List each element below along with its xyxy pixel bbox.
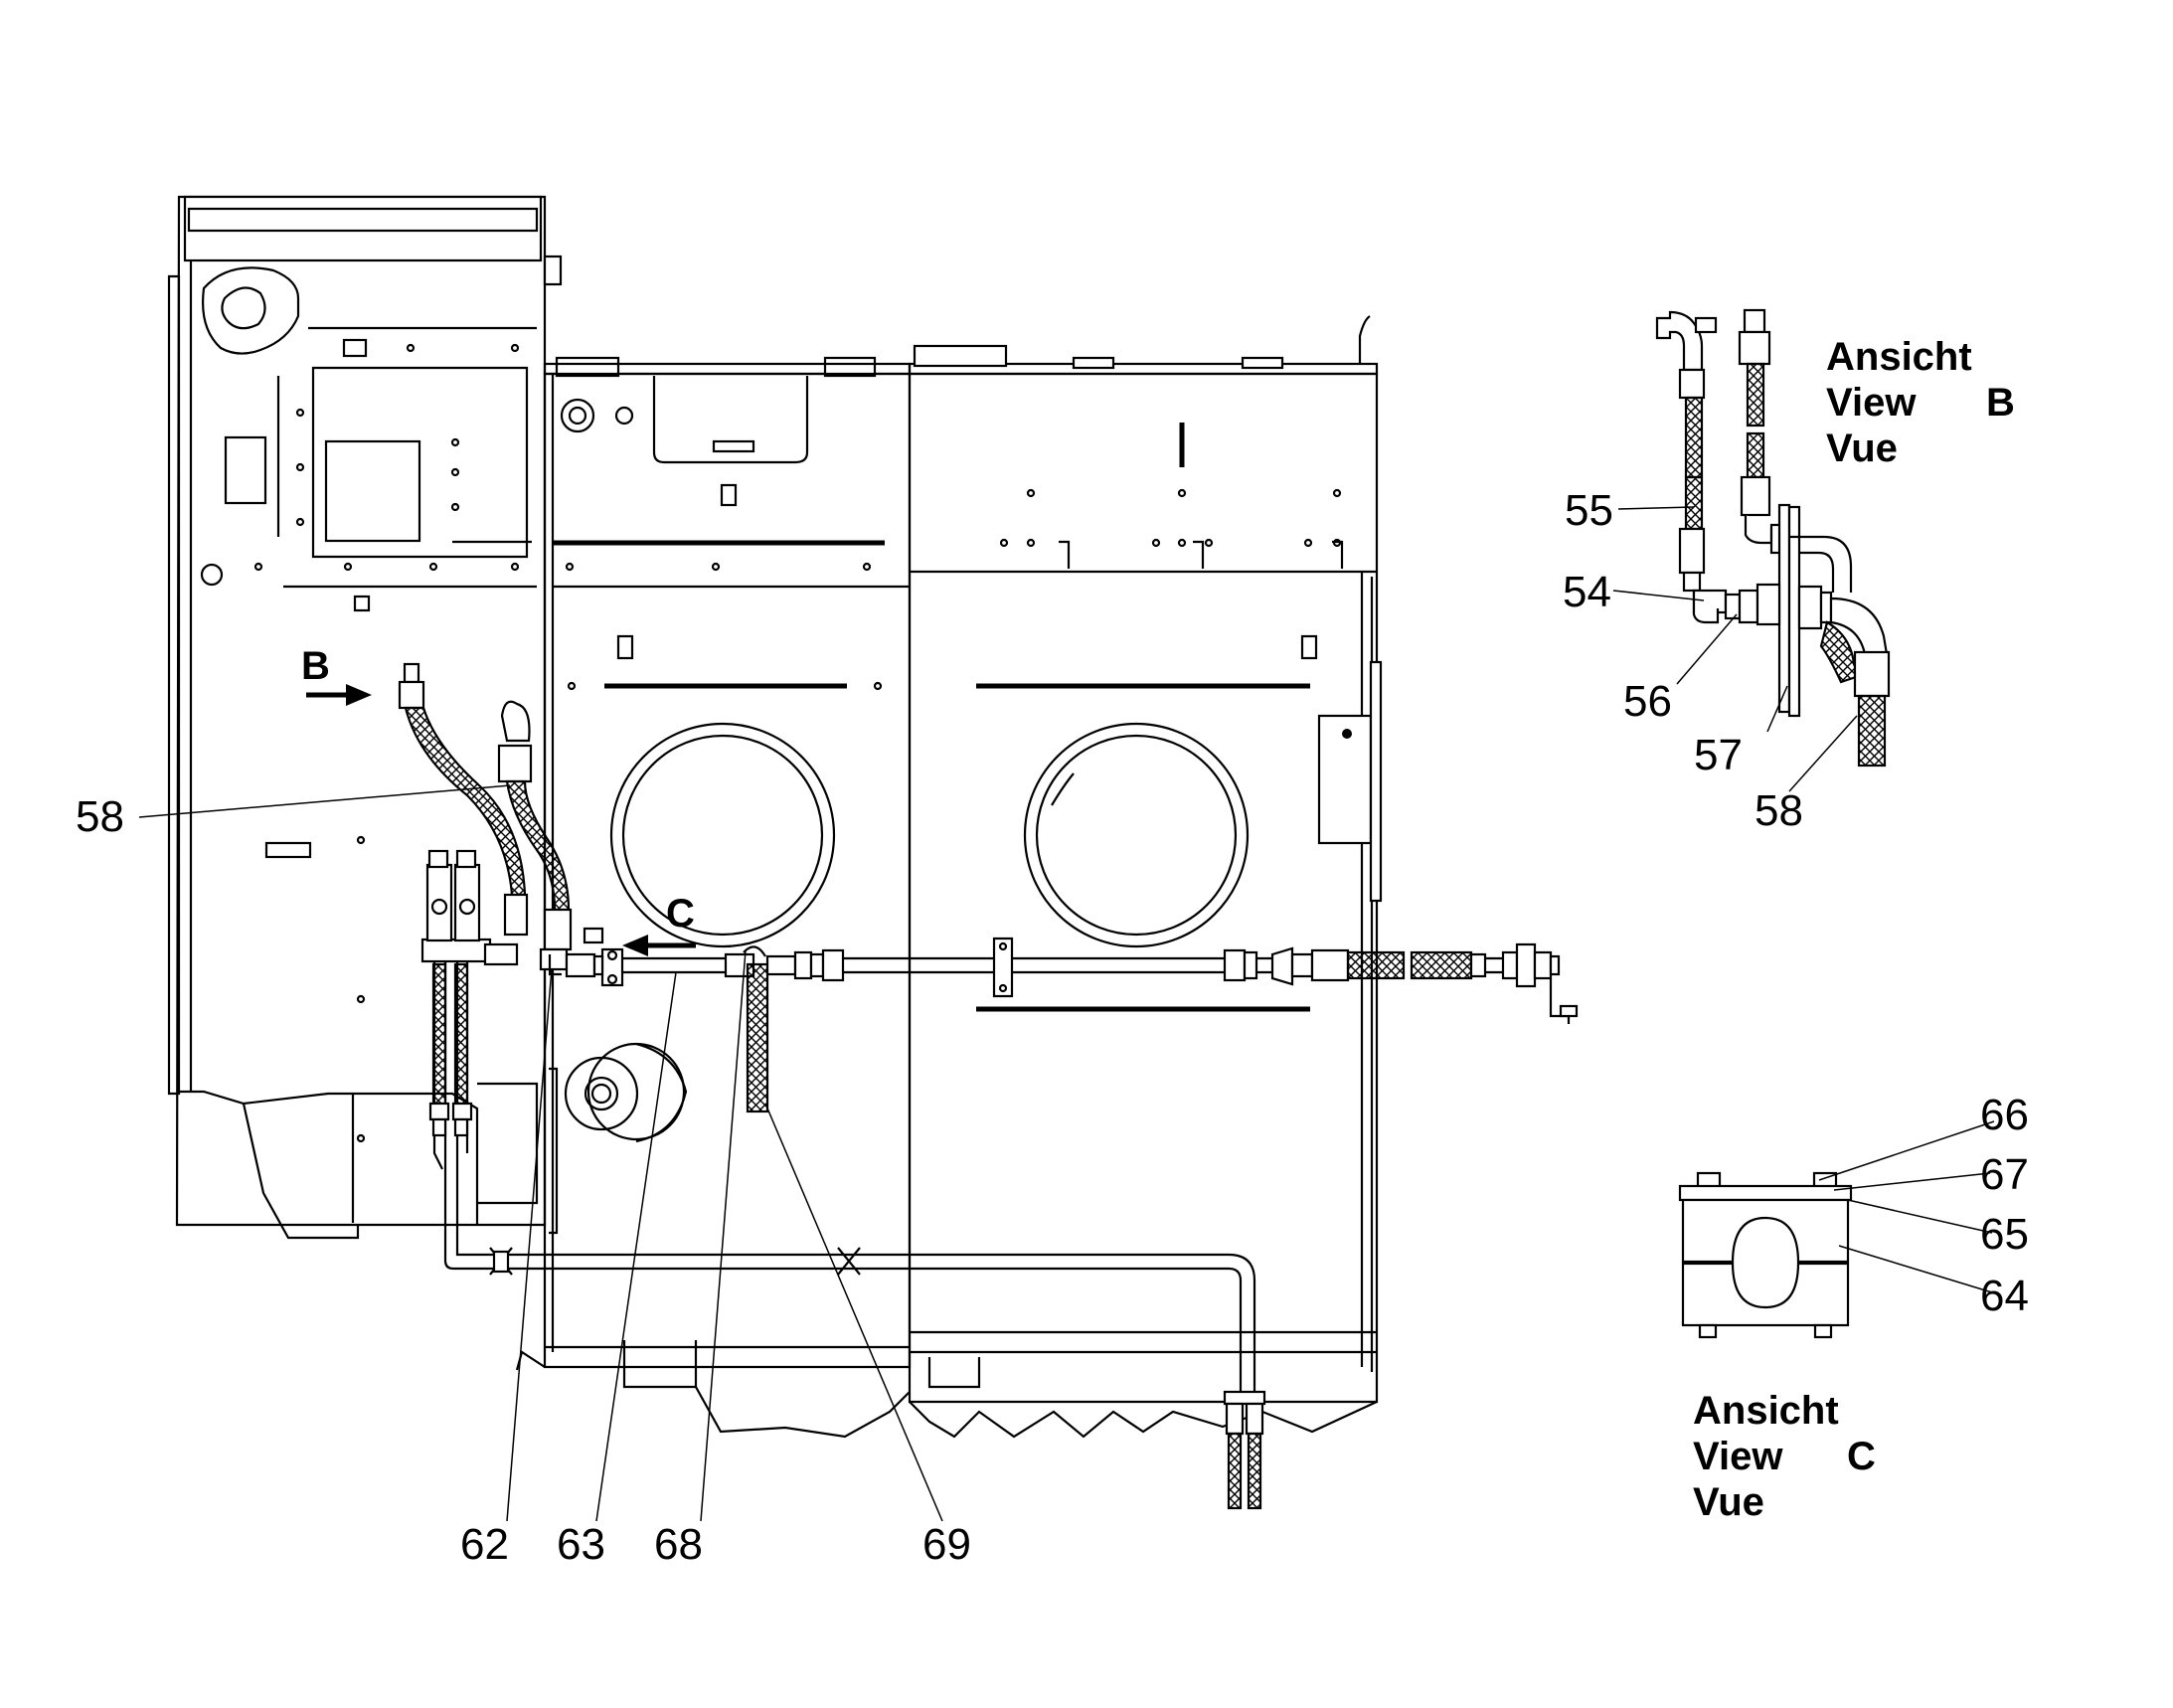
- callout-68: 68: [654, 1520, 703, 1569]
- right-tank-section: [908, 315, 1383, 1439]
- view-b-heading-vue: Vue: [1826, 427, 1898, 470]
- callout-64: 64: [1980, 1272, 2029, 1320]
- callout-66: 66: [1980, 1091, 2029, 1139]
- callout-69: 69: [922, 1520, 971, 1569]
- callout-67: 67: [1980, 1150, 2029, 1199]
- callout-57: 57: [1694, 731, 1743, 779]
- view-c-heading-ansicht: Ansicht: [1693, 1389, 1839, 1433]
- piping-assembly: [306, 662, 1579, 1510]
- left-side-panel: [167, 195, 563, 1240]
- view-b-heading-letter: B: [1986, 381, 2015, 425]
- callout-56: 56: [1623, 677, 1672, 726]
- view-b-heading-ansicht: Ansicht: [1826, 335, 1972, 379]
- view-c-marker: C: [666, 892, 695, 936]
- callout-55: 55: [1565, 486, 1613, 535]
- callout-63: 63: [557, 1520, 605, 1569]
- view-b-marker: B: [301, 644, 330, 688]
- callout-54: 54: [1563, 568, 1611, 616]
- callout-58-main: 58: [76, 792, 124, 841]
- view-c-heading-letter: C: [1847, 1435, 1876, 1478]
- callout-58-view-b: 58: [1755, 786, 1803, 835]
- view-c-heading-vue: Vue: [1693, 1480, 1764, 1524]
- callout-62: 62: [460, 1520, 509, 1569]
- center-tank-section: [515, 356, 1318, 1439]
- view-b-heading-view: View: [1826, 381, 1917, 425]
- view-c-detail: [1678, 1171, 1853, 1339]
- leader-lines: [138, 506, 1995, 1522]
- view-b-detail: [1655, 308, 1891, 768]
- view-c-heading-view: View: [1693, 1435, 1783, 1478]
- callout-65: 65: [1980, 1210, 2029, 1259]
